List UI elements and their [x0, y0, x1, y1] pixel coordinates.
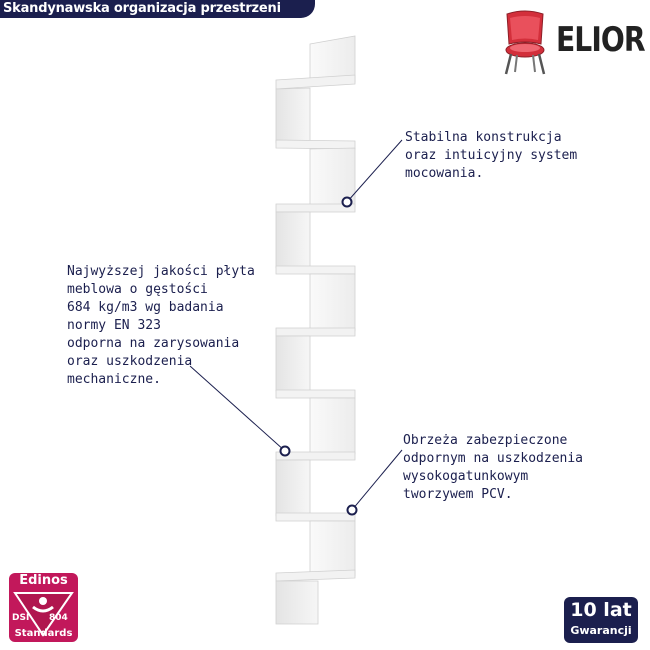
warranty-badge: 10 lat Gwarancji	[564, 597, 638, 643]
brand-logo: ELIOR	[497, 8, 647, 78]
warranty-years: 10 lat	[570, 599, 632, 621]
badge-number: 804	[49, 613, 68, 623]
badge-dsi: DSI	[12, 613, 30, 623]
callout-marker-left	[279, 445, 291, 457]
callout-top-right: Stabilna konstrukcja oraz intuicyjny sys…	[405, 130, 578, 181]
header-banner: Skandynawska organizacja przestrzeni	[0, 0, 315, 18]
callout-bottom-right: Obrzeża zabezpieczone odpornym na uszkod…	[403, 433, 584, 502]
badge-background-icon	[9, 573, 78, 642]
callout-left: Najwyższej jakości płyta meblowa o gęsto…	[67, 264, 255, 387]
callout-markers	[279, 196, 358, 516]
badge-title: Edinos	[19, 573, 68, 588]
edinos-standards-badge: Edinos DSI 804 Standards	[9, 573, 78, 642]
callout-connectors	[189, 139, 403, 511]
banner-title: Skandynawska organizacja przestrzeni	[3, 1, 281, 16]
warranty-label: Gwarancji	[570, 624, 632, 637]
shelf-body	[275, 35, 356, 625]
brand-name: ELIOR	[556, 20, 646, 60]
callout-marker-top	[341, 196, 353, 208]
callout-marker-bottom	[346, 504, 358, 516]
chair-icon	[504, 10, 546, 75]
badge-standards: Standards	[14, 628, 73, 639]
